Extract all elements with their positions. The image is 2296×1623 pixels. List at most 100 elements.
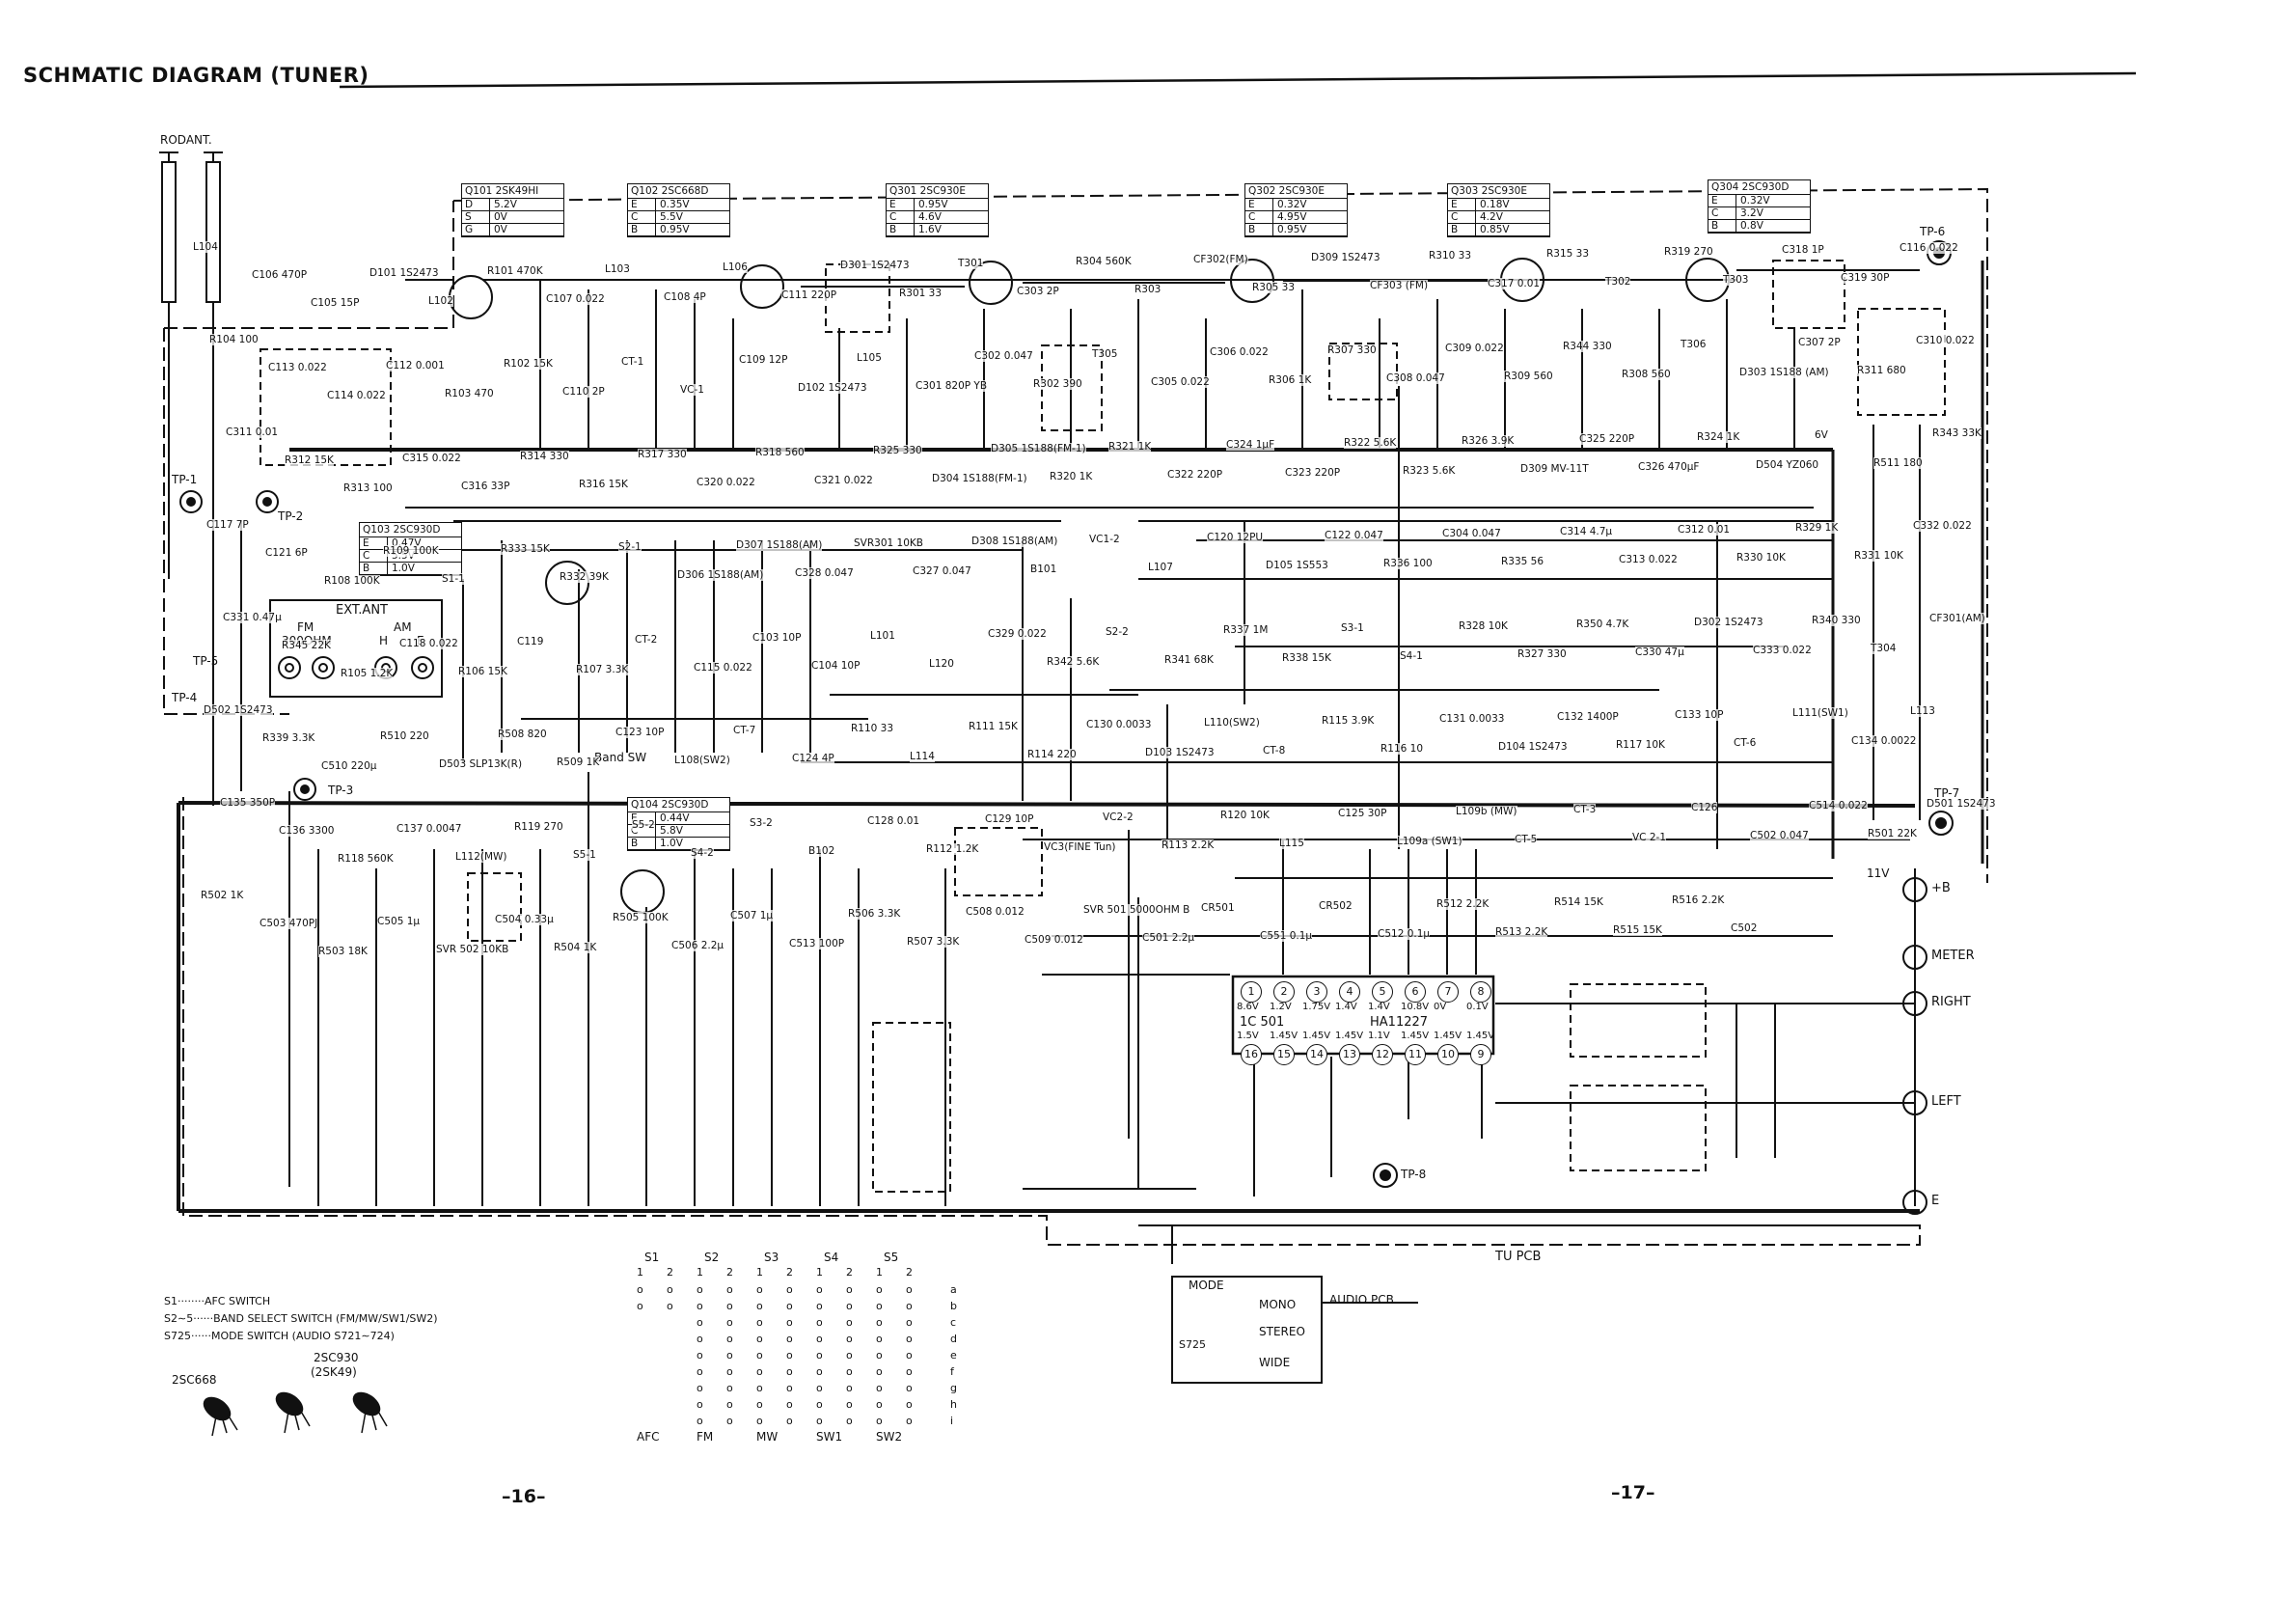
component-label: R316 15K [579, 479, 628, 490]
component-label: C329 0.022 [988, 628, 1047, 640]
pin-voltage: 0.95V [918, 199, 948, 210]
component-label: D302 1S2473 [1694, 617, 1763, 628]
component-label: D503 SLP13K(R) [439, 758, 523, 770]
component-label: R342 5.6K [1047, 656, 1100, 668]
component-label: R104 100 [209, 334, 259, 345]
component-label: R344 330 [1563, 341, 1612, 352]
component-label: R323 5.6K [1403, 465, 1456, 477]
component-label: C322 220P [1167, 469, 1223, 481]
ic-pin-bottom-number: 15 [1273, 1044, 1295, 1065]
component-label: R110 33 [851, 723, 894, 734]
component-label: R310 33 [1429, 250, 1472, 261]
component-label: C310 0.022 [1916, 335, 1975, 346]
switch-contact: o [876, 1316, 883, 1329]
component-label: CT-8 [1263, 745, 1286, 756]
switch-contact: o [906, 1398, 913, 1411]
component-label: R302 390 [1033, 378, 1082, 390]
switch-contact: o [846, 1333, 853, 1345]
component-label: C109 12P [739, 354, 788, 366]
component-label: T306 [1681, 339, 1707, 350]
component-label: C503 470PJ [260, 918, 318, 929]
ic-pin-top-voltage: 0.1V [1466, 1002, 1489, 1012]
ext-ant-h: H [379, 634, 389, 647]
tu-pcb-label: TU PCB [1495, 1250, 1542, 1264]
switch-band-label: SW1 [816, 1430, 843, 1444]
component-label: C115 0.022 [694, 662, 752, 674]
switch-contact: o [846, 1349, 853, 1362]
component-label: R340 330 [1812, 615, 1861, 626]
component-label: C104 10P [811, 660, 861, 672]
component-label: C117 7P [206, 519, 249, 531]
component-label: R504 1K [554, 942, 597, 953]
component-label: R345 22K [282, 640, 331, 651]
switch-contact: o [906, 1415, 913, 1427]
output-terminal-label: RIGHT [1931, 995, 1971, 1009]
pin-voltage: 0.32V [1277, 199, 1307, 210]
switch-contact: o [906, 1300, 913, 1312]
component-label: R113 2.2K [1162, 839, 1215, 851]
component-label: D504 YZ060 [1756, 459, 1819, 471]
switch-column-label: S1 [644, 1251, 660, 1264]
switch-contact: o [876, 1300, 883, 1312]
component-label: CF303 (FM) [1370, 280, 1429, 291]
switch-row-label: d [950, 1333, 957, 1345]
component-label: R332 39K [560, 571, 609, 583]
component-label: S2-1 [618, 541, 642, 553]
ic-pin-bottom-voltage: 1.5V [1237, 1031, 1259, 1041]
switch-column-label: S2 [704, 1251, 720, 1264]
component-label: L103 [605, 263, 630, 275]
switch-contact: o [697, 1365, 703, 1378]
test-point-label: TP-1 [172, 473, 198, 486]
pin-label: E [628, 199, 656, 210]
test-point-label: TP-3 [328, 784, 354, 797]
switch-contact: o [906, 1365, 913, 1378]
switch-contact: o [846, 1316, 853, 1329]
component-label: CF302(FM) [1193, 254, 1248, 265]
component-label: R115 3.9K [1322, 715, 1375, 727]
component-label: C330 47μ [1635, 646, 1684, 658]
component-label: R335 56 [1501, 556, 1544, 567]
component-label: R308 560 [1622, 369, 1671, 380]
ic-pin-bottom-number: 13 [1339, 1044, 1360, 1065]
pin-label: E [360, 537, 388, 549]
ic-pin-bottom-number: 9 [1470, 1044, 1491, 1065]
pin-label: B [1708, 220, 1736, 232]
pin-voltage: 5.5V [660, 211, 683, 223]
switch-contact: o [697, 1398, 703, 1411]
component-label: C126 [1691, 802, 1718, 813]
component-label: C133 10P [1675, 709, 1724, 721]
component-label: R314 330 [520, 451, 569, 462]
component-label: C309 0.022 [1445, 343, 1504, 354]
component-label: R501 22K [1868, 828, 1917, 839]
component-label: L105 [857, 352, 882, 364]
switch-contact: o [756, 1283, 763, 1296]
switch-contact: o [786, 1349, 793, 1362]
component-label: D104 1S2473 [1498, 741, 1568, 753]
switch-contact: o [816, 1300, 823, 1312]
component-label: R312 15K [285, 454, 334, 466]
switch-contact: o [786, 1382, 793, 1394]
switch-contact: o [756, 1398, 763, 1411]
component-label: R319 270 [1664, 246, 1713, 258]
component-label: R315 33 [1546, 248, 1590, 260]
pin-label: E [1708, 195, 1736, 206]
ic-pin-bottom-number: 16 [1241, 1044, 1262, 1065]
switch-row-label: c [950, 1316, 957, 1329]
component-label: L111(SW1) [1792, 707, 1848, 719]
transistor-id: Q301 2SC930E [887, 184, 988, 199]
component-label: R304 560K [1076, 256, 1132, 267]
switch-contact: o [786, 1316, 793, 1329]
component-label: C120 12PU [1207, 532, 1264, 543]
switch-contact: o [726, 1349, 733, 1362]
switch-contact: o [786, 1283, 793, 1296]
component-label: T301 [958, 258, 984, 269]
component-label: R503 18K [318, 946, 368, 957]
switch-sub-label: 2 [906, 1266, 913, 1279]
